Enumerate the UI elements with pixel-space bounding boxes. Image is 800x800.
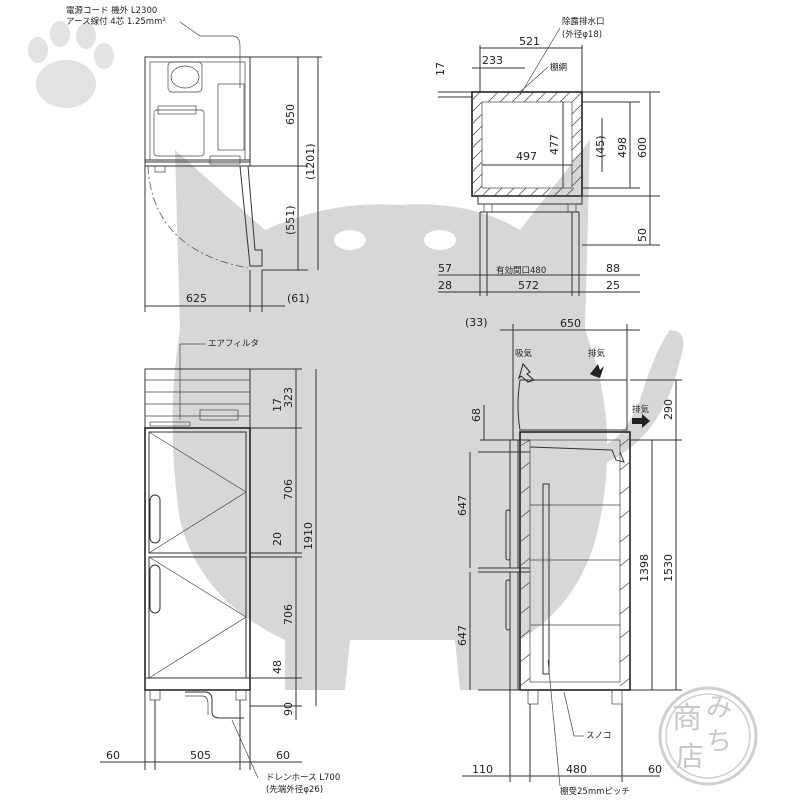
dim-505: 505 [190, 749, 211, 762]
dim-60: 60 [648, 763, 662, 776]
svg-text:商: 商 [672, 701, 702, 736]
exhaust-arrow-icon [590, 364, 604, 378]
dim-233: 233 [482, 54, 503, 67]
dim-1398: 1398 [638, 554, 651, 582]
dim-650: 650 [560, 317, 581, 330]
dim-48: 48 [271, 660, 284, 674]
cat-watermark [172, 140, 684, 690]
dim-706a: 706 [282, 479, 295, 500]
side-view: (33) 650 吸気 排気 排気 [456, 316, 682, 797]
drain-hose-dia: (先端外径φ26) [266, 784, 323, 795]
dim-650: 650 [284, 104, 297, 125]
section-view: 除露排水口 (外径φ18) 棚網 521 233 17 [434, 16, 660, 296]
dim-60b: 60 [276, 749, 290, 762]
dim-1910: 1910 [302, 522, 315, 550]
dim-551: (551) [284, 205, 297, 235]
pitch-label: 棚受25mmピッチ [560, 786, 630, 797]
dim-1530: 1530 [662, 554, 675, 582]
dim-61: (61) [287, 292, 310, 305]
sunoko-label: スノコ [586, 731, 612, 741]
exhaust-side-label: 排気 [632, 404, 650, 415]
dim-706b: 706 [282, 604, 295, 625]
dim-480: 480 [566, 763, 587, 776]
drain-hose-label: ドレンホース L700 [266, 773, 340, 783]
dim-68: 68 [470, 408, 483, 422]
drain-dia: (外径φ18) [562, 29, 602, 40]
dim-572: 572 [518, 279, 539, 292]
dim-17: 17 [434, 62, 447, 76]
dim-17: 17 [271, 398, 284, 412]
ground-label: アース線付 4芯 1.25mm² [66, 16, 166, 27]
dim-25: 25 [606, 279, 620, 292]
dim-477: 477 [548, 134, 561, 155]
tana-label: 棚網 [550, 62, 567, 73]
front-view: エアフィルタ 323 17 706 20 706 4 [100, 339, 340, 795]
dim-625: 625 [186, 292, 207, 305]
dim-323: 323 [282, 387, 295, 408]
cord-label: 電源コード 機外 L2300 [66, 5, 157, 16]
dim-88: 88 [606, 262, 620, 275]
dim-90: 90 [282, 702, 295, 716]
dim-opening: 有効間口480 [496, 265, 546, 276]
intake-arrow-icon [517, 362, 535, 383]
svg-text:店: 店 [676, 740, 704, 773]
dim-647b: 647 [456, 625, 469, 646]
dim-60a: 60 [106, 749, 120, 762]
dim-521: 521 [519, 35, 540, 48]
svg-text:み: み [706, 693, 732, 723]
dim-110: 110 [472, 763, 493, 776]
dim-57: 57 [438, 262, 452, 275]
paw-icon [28, 21, 114, 108]
dim-497: 497 [516, 150, 537, 163]
svg-text:ち: ち [706, 727, 732, 757]
shop-stamp: 商 み ち 店 [658, 686, 758, 786]
dim-33: (33) [465, 316, 488, 329]
exhaust-top-label: 排気 [588, 348, 606, 359]
drain-label: 除露排水口 [562, 16, 605, 27]
dim-647a: 647 [456, 495, 469, 516]
dim-290: 290 [662, 399, 675, 420]
intake-label: 吸気 [515, 348, 533, 359]
dim-1201: (1201) [304, 143, 317, 180]
dim-50: 50 [636, 228, 649, 242]
dim-45: (45) [594, 135, 607, 158]
dim-20: 20 [271, 532, 284, 546]
dim-498: 498 [616, 137, 629, 158]
dim-28: 28 [438, 279, 452, 292]
dim-600: 600 [636, 137, 649, 158]
top-view: 電源コード 機外 L2300 アース線付 4芯 1.25mm² 650 (120… [66, 5, 322, 312]
air-filter-label: エアフィルタ [208, 339, 259, 349]
exhaust-side-arrow-icon [632, 414, 650, 428]
